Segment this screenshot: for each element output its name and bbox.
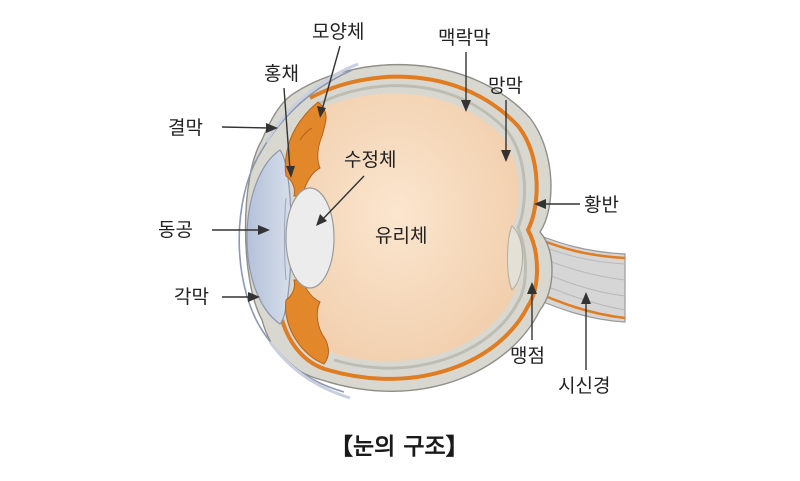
label-macula: 황반 xyxy=(584,194,619,216)
label-choroid: 맥락막 xyxy=(438,27,490,49)
retina-shape xyxy=(317,84,527,370)
label-vitreous: 유리체 xyxy=(375,225,427,247)
choroid-shape xyxy=(280,74,539,381)
ciliary-iris-lower xyxy=(285,279,329,365)
label-iris: 홍채 xyxy=(264,63,299,85)
label-cornea: 각막 xyxy=(174,286,209,308)
label-blind-spot: 맹점 xyxy=(510,345,545,367)
label-ciliary-body: 모양체 xyxy=(312,21,364,43)
cornea-shape xyxy=(246,149,292,325)
label-lens: 수정체 xyxy=(344,149,396,171)
label-pupil: 동공 xyxy=(158,219,193,241)
diagram-caption: 【눈의 구조】 xyxy=(330,434,469,460)
vitreous-shape xyxy=(296,93,520,362)
label-optic-nerve: 시신경 xyxy=(558,375,610,397)
lens-shape xyxy=(285,187,335,289)
optic-disc-shape xyxy=(507,225,523,291)
label-retina: 망막 xyxy=(488,75,523,97)
label-conjunctiva: 결막 xyxy=(168,117,203,139)
